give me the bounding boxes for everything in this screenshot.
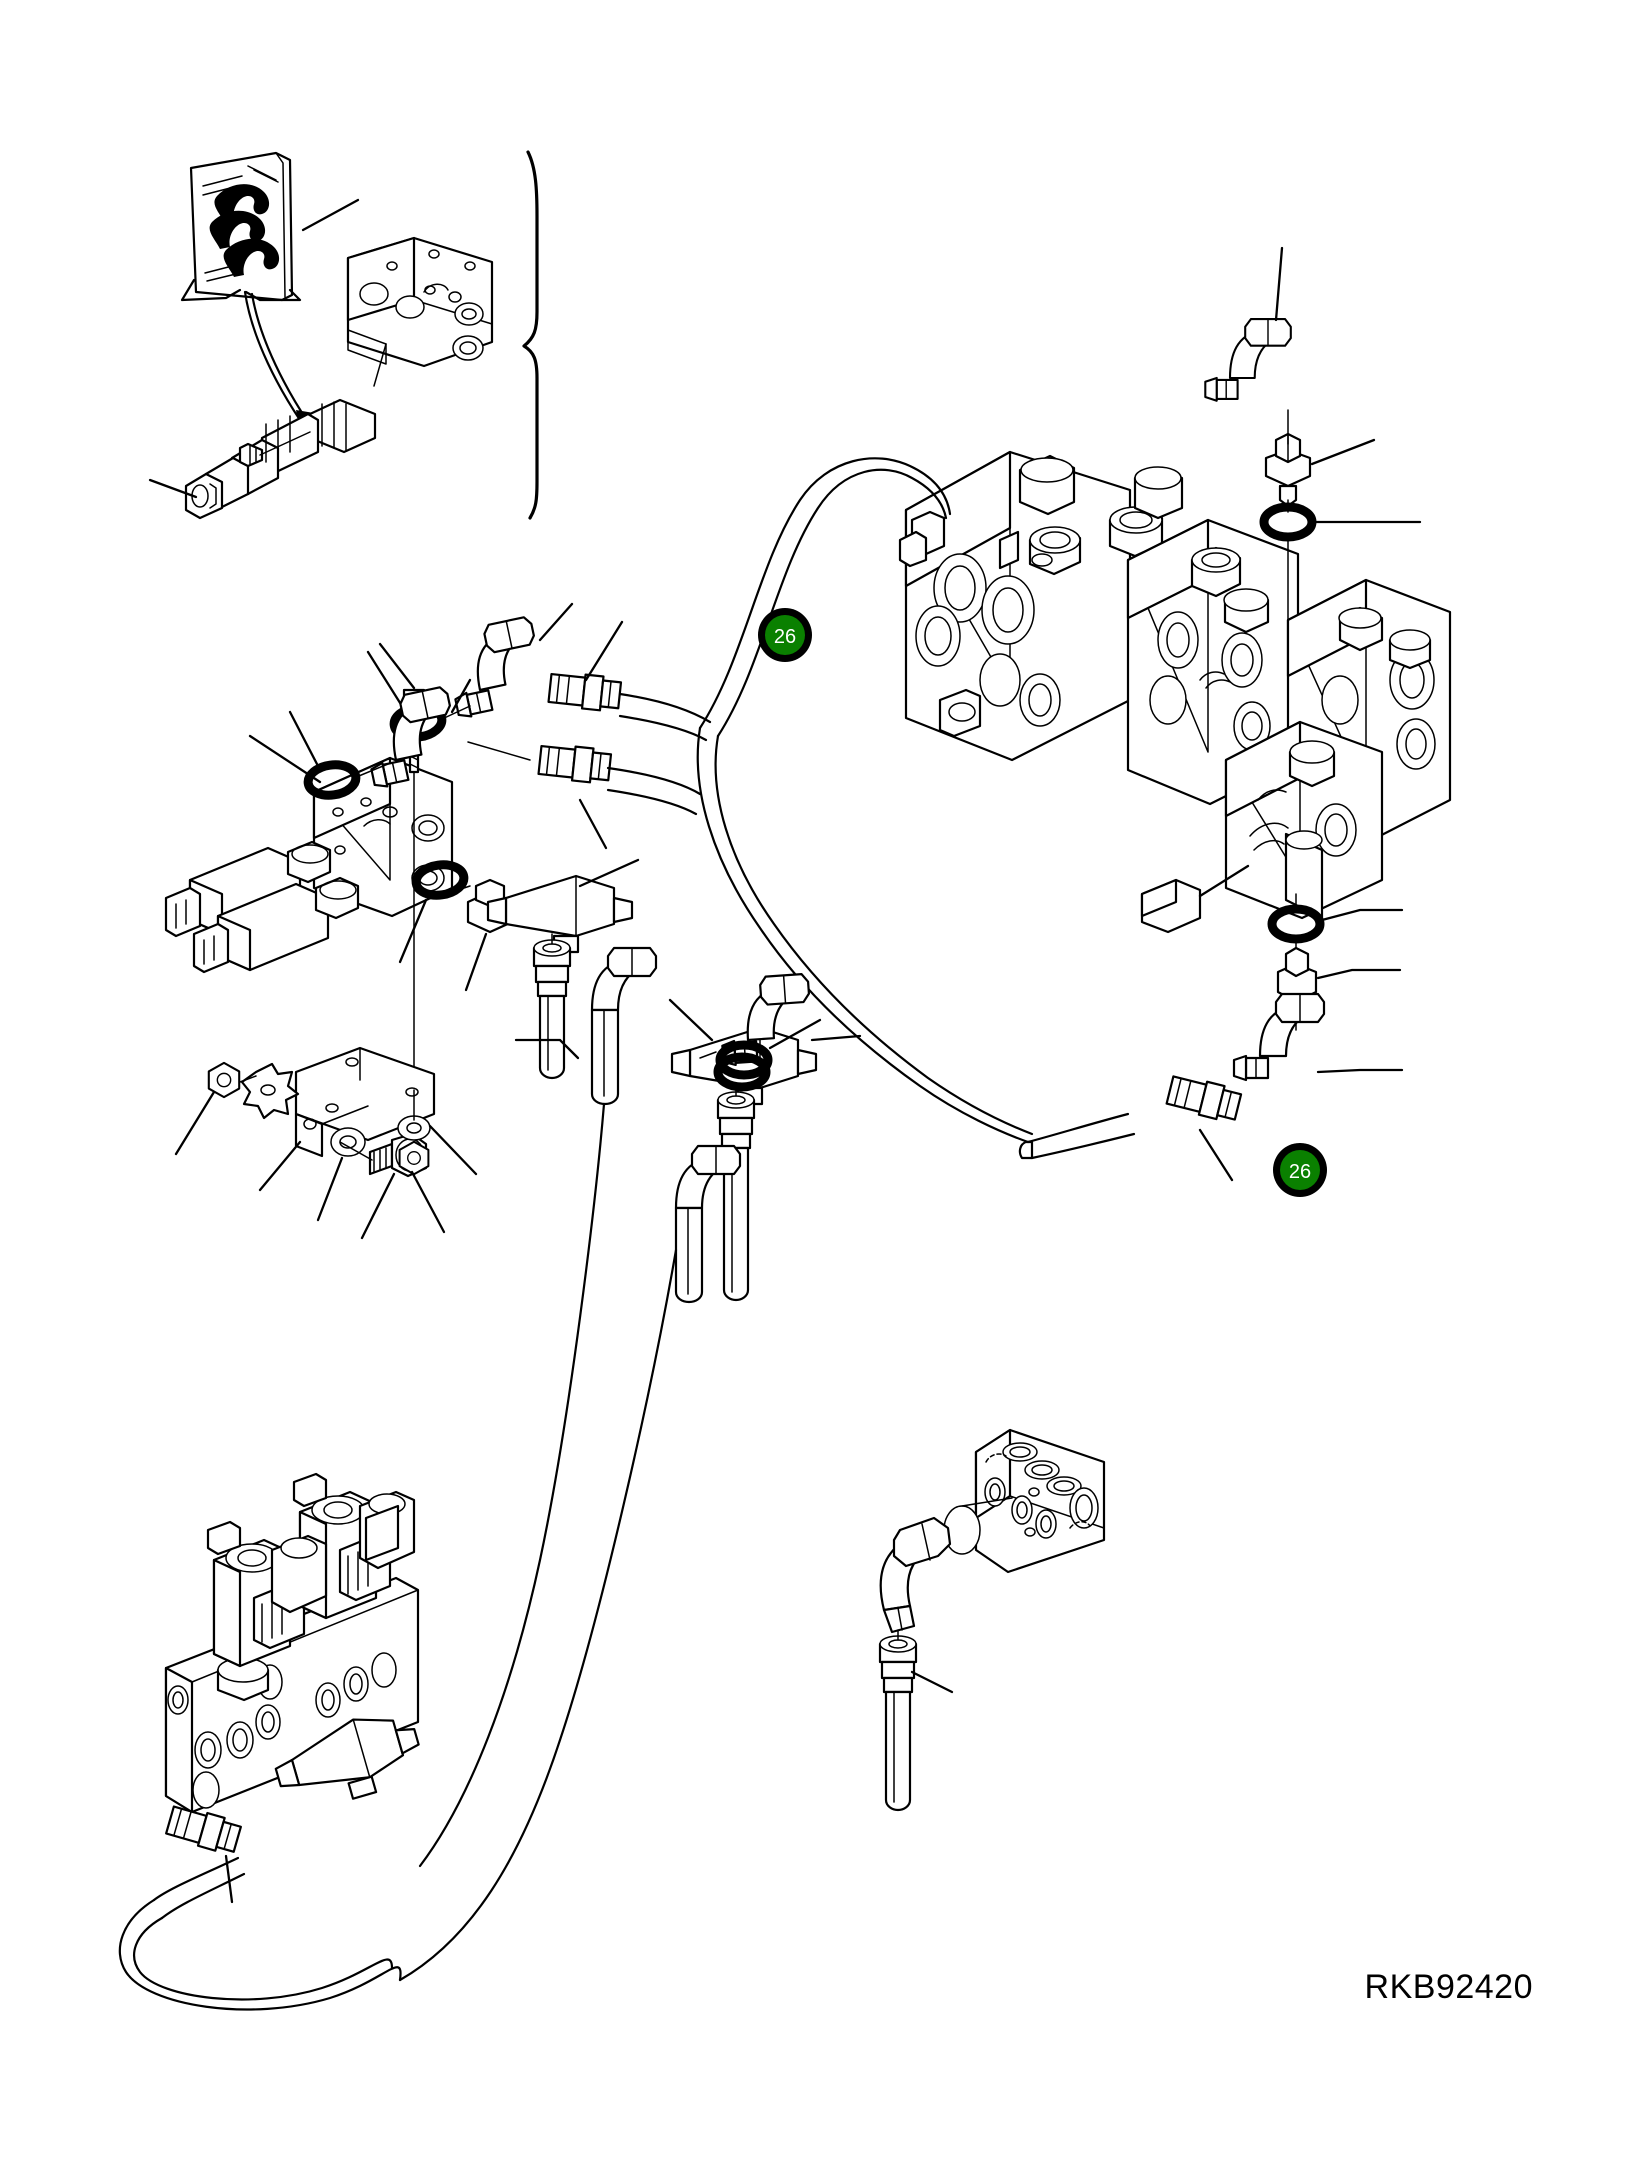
detail-brace [522,150,539,520]
washer-center [330,1127,366,1157]
callout-26-upper[interactable]: 26 [758,608,812,662]
svg-text:26: 26 [1289,1161,1311,1183]
svg-text:26: 26 [774,626,796,648]
detail-valve-body [346,236,494,368]
upper-right-fitting-stack [1204,246,1422,641]
drawing-number: RKB92420 [1364,1968,1533,2006]
port-manifold-block [878,1428,1106,1812]
hose-drop-2 [716,1085,756,1302]
solenoid-block-fittings [288,602,862,1982]
seal-kit-detail-view [148,150,539,520]
seal-kit-bag-icon [189,151,294,302]
hose-drop-1 [532,933,572,1080]
solenoid-coil-3 [270,1534,328,1614]
hose-route-upper [696,457,1034,1144]
lower-right-fitting-stack [1018,893,1404,1182]
manifold-elbow [879,1516,952,1634]
center-elbow-hose-1 [418,946,658,1868]
center-elbow-hose-2 [398,1144,742,1982]
manifold-hose [878,1629,954,1812]
solenoid-coil-4 [358,1490,416,1570]
main-control-valve-block [898,450,1452,934]
solenoid-valve-block [164,734,454,974]
mounting-bracket-assembly [174,1046,478,1240]
solenoid-valve-bank [118,1472,430,2011]
detail-set-screw [238,442,264,468]
callout-26-lower[interactable]: 26 [1273,1143,1327,1197]
electrical-connector [1140,864,1250,934]
